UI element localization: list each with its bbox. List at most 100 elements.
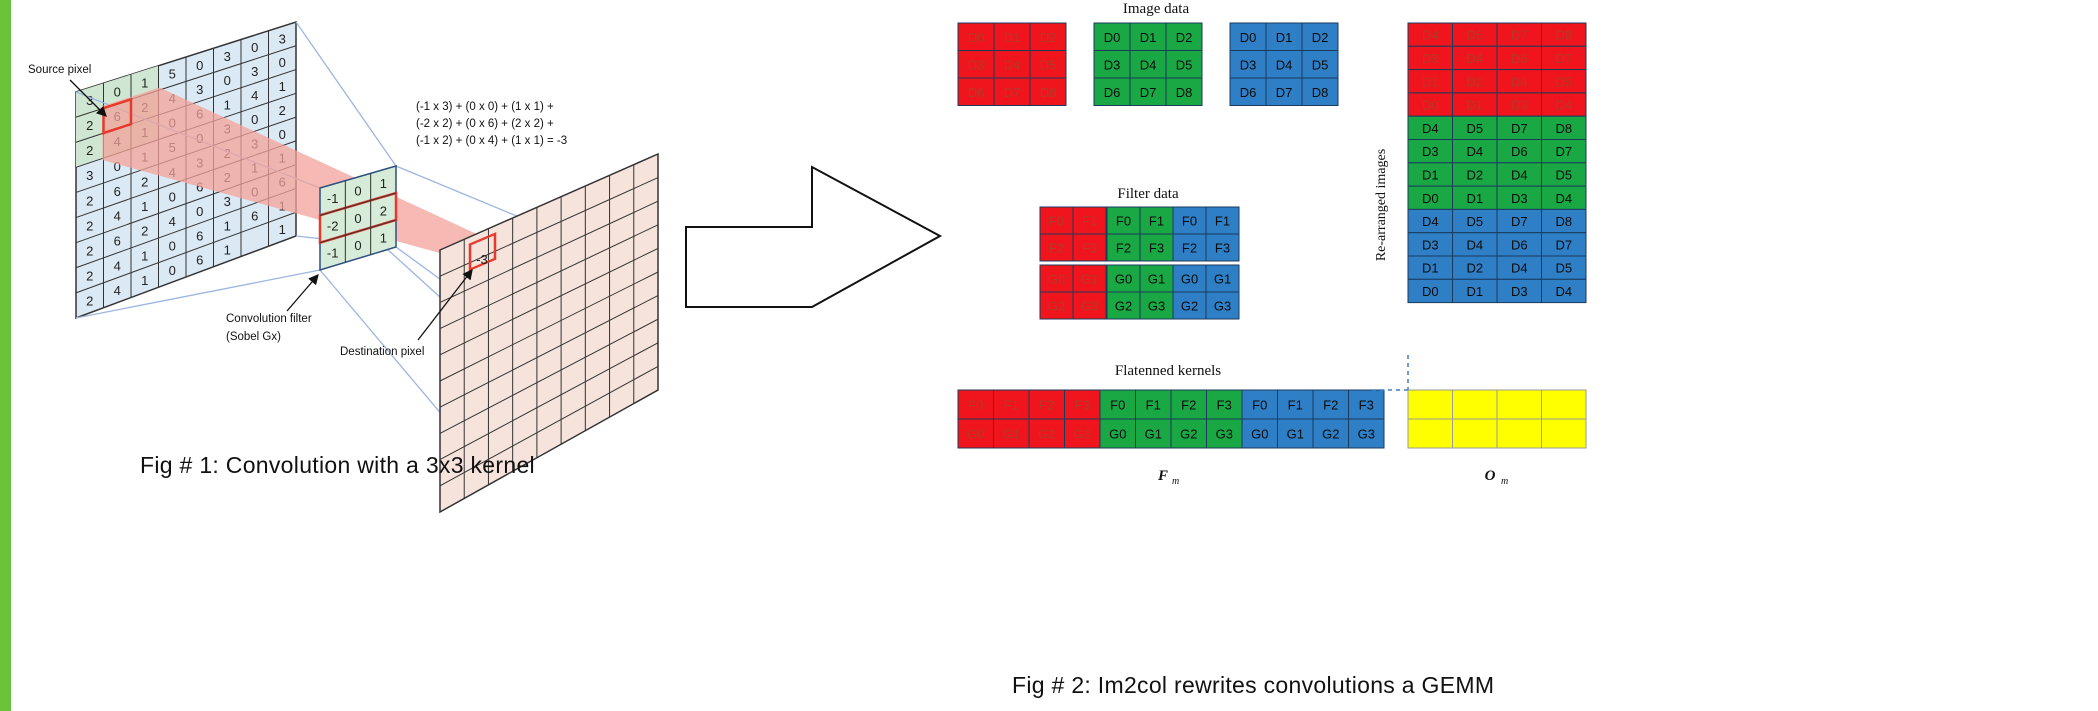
rearranged-green-cell-label: D7 (1511, 121, 1528, 136)
flat-red-cell-label: F1 (1004, 398, 1019, 413)
destination-grid-line (439, 177, 659, 277)
filter-blue-cell (1172, 264, 1207, 293)
source-cell-value: 4 (114, 283, 121, 298)
rearranged-red-cell-label: D5 (1555, 74, 1572, 89)
rearranged-red-cell-label: D7 (1555, 51, 1572, 66)
source-cell-value: 6 (196, 228, 203, 243)
filter-green-cell (1106, 233, 1141, 262)
image-red-cell-label: D4 (1004, 57, 1021, 72)
destination-grid-line (439, 247, 659, 356)
image-blue-cell-label: D0 (1240, 30, 1257, 45)
flat-blue-cell-label: F3 (1359, 398, 1374, 413)
rearranged-green-cell-label: D7 (1555, 144, 1572, 159)
source-cell-value: 3 (251, 64, 258, 79)
filter-red-cell (1072, 206, 1107, 235)
fm-label: F (1157, 468, 1168, 484)
source-cell-value: 1 (279, 222, 286, 237)
source-cell-value: 2 (86, 143, 93, 158)
flat-green-cell-label: F1 (1146, 398, 1161, 413)
destination-grid-line (439, 318, 659, 434)
rearranged-green-cell-label: D0 (1422, 191, 1439, 206)
source-cell-value: 3 (279, 31, 286, 46)
rearranged-red-cell-label: D0 (1422, 98, 1439, 113)
filter-blue-cell (1172, 206, 1207, 235)
flat-blue-cell (1277, 418, 1314, 449)
flat-red-cell (957, 389, 994, 420)
source-cell-value: 2 (86, 193, 93, 208)
filter-blue-cell (1205, 264, 1240, 293)
filter-red-cell-label: G3 (1081, 299, 1098, 314)
rearranged-red-cell-label: D4 (1466, 51, 1483, 66)
filter-blue-cell (1172, 291, 1207, 320)
source-cell-value: 4 (169, 214, 176, 229)
source-cell-value: 5 (169, 67, 176, 82)
filter-green-cell-label: G2 (1115, 299, 1132, 314)
image-green-cell (1129, 77, 1167, 106)
flat-blue-cell-label: G3 (1358, 427, 1375, 442)
source-cell-value: 1 (141, 75, 148, 90)
filter-red-cell (1072, 233, 1107, 262)
image-blue-cell-label: D1 (1276, 30, 1293, 45)
source-cell-value: 0 (196, 58, 203, 73)
flat-blue-cell-label: F2 (1323, 398, 1338, 413)
filter-green-cell-label: F1 (1149, 214, 1164, 229)
image-green-cell-label: D2 (1176, 30, 1193, 45)
source-cell-value: 0 (251, 40, 258, 55)
rearranged-blue-cell-label: D5 (1555, 261, 1572, 276)
kernel-cell-value: 0 (354, 211, 361, 226)
source-cell-value: 1 (224, 218, 231, 233)
filter-red-cell-label: F1 (1082, 214, 1097, 229)
kernel-cell-value: -2 (327, 218, 339, 233)
source-cell-value: 2 (86, 118, 93, 133)
source-cell-value: 2 (86, 293, 93, 308)
flat-red-cell-label: F0 (968, 398, 983, 413)
equation-line: (-1 x 3) + (0 x 0) + (1 x 1) + (416, 101, 554, 113)
source-cell-value: 6 (251, 208, 258, 223)
figure2-caption: Fig # 2: Im2col rewrites convolutions a … (1012, 672, 1495, 698)
image-green-cell-label: D5 (1176, 57, 1193, 72)
filter-blue-cell (1205, 233, 1240, 262)
source-cell-value: 0 (169, 263, 176, 278)
rearranged-green-cell-label: D1 (1422, 167, 1439, 182)
rearranged-blue-cell-label: D4 (1466, 237, 1483, 252)
image-green-cell (1093, 50, 1131, 79)
left-accent-bar (0, 0, 11, 711)
kernel-grid-line (319, 192, 397, 216)
filter-red-cell (1072, 264, 1107, 293)
flat-green-cell-label: G3 (1216, 427, 1233, 442)
destination-pixel-box (468, 232, 497, 272)
image-blue-cell (1229, 77, 1267, 106)
filter-green-cell-label: F2 (1116, 241, 1131, 256)
filter-blue-cell-label: G0 (1181, 272, 1198, 287)
flat-blue-cell (1241, 418, 1278, 449)
rearranged-red-cell-label: D1 (1422, 74, 1439, 89)
flat-green-cell-label: G0 (1109, 427, 1126, 442)
rearranged-blue-cell-label: D5 (1466, 214, 1483, 229)
output-cell (1496, 418, 1542, 449)
filter-arrow-icon (286, 274, 319, 312)
flat-green-cell (1099, 389, 1136, 420)
image-green-cell (1165, 50, 1203, 79)
source-cell-value: 4 (114, 209, 121, 224)
fm-subscript: m (1172, 476, 1179, 487)
rearranged-green-cell-label: D5 (1466, 121, 1483, 136)
filter-red-cell-label: G2 (1048, 299, 1065, 314)
flat-blue-cell-label: G1 (1287, 427, 1304, 442)
destination-pixel-label: Destination pixel (340, 346, 424, 358)
image-red-cell-label: D2 (1040, 30, 1057, 45)
projection-line (295, 21, 397, 167)
rearranged-red-cell-label: D7 (1511, 28, 1528, 43)
source-cell-value: 0 (169, 189, 176, 204)
rearranged-blue-cell-label: D1 (1466, 284, 1483, 299)
image-blue-cell-label: D6 (1240, 85, 1257, 100)
filter-blue-cell-label: F0 (1182, 214, 1197, 229)
filter-blue-cell-label: G2 (1181, 299, 1198, 314)
rearranged-blue-cell-label: D4 (1422, 214, 1439, 229)
source-cell-value: 4 (251, 88, 258, 103)
projection-line (75, 269, 321, 319)
source-cell-value: 2 (141, 174, 148, 189)
output-cell (1541, 389, 1587, 420)
source-cell-value: 0 (279, 55, 286, 70)
